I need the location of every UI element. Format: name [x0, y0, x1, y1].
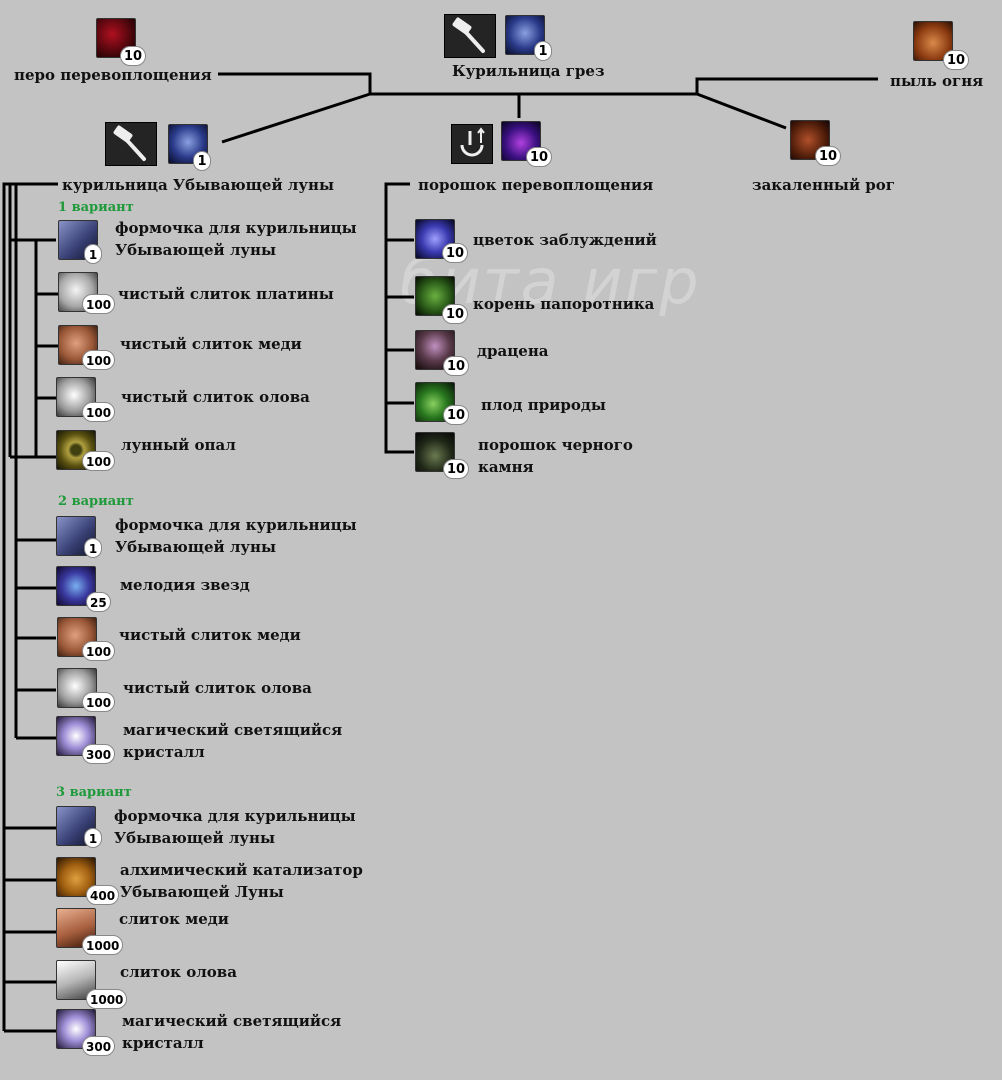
- count-badge: 100: [82, 641, 116, 661]
- count-badge: 100: [82, 402, 116, 422]
- item-label: чистый слиток олова: [121, 388, 310, 406]
- item-label: магический светящийся: [122, 1012, 342, 1030]
- variant-title: 3 вариант: [56, 785, 132, 800]
- item-label: мелодия звезд: [120, 576, 250, 594]
- count-badge: 400: [86, 885, 120, 905]
- count-badge: 1: [84, 538, 102, 558]
- count-badge: 10: [442, 243, 469, 263]
- item-label: алхимический катализатор: [120, 861, 363, 879]
- item-label: порошок черного: [478, 436, 633, 454]
- item-label: Убывающей Луны: [120, 883, 284, 901]
- item-label: слиток меди: [119, 910, 229, 928]
- count-badge: 10: [526, 147, 553, 167]
- item-label: Убывающей луны: [115, 241, 277, 259]
- hammer-icon: [105, 122, 157, 166]
- item-label: Убывающей луны: [115, 538, 277, 556]
- count-badge: 1: [193, 151, 211, 171]
- item-label: плод природы: [481, 396, 606, 414]
- count-badge: 100: [82, 451, 116, 471]
- hammer-icon: [444, 14, 496, 58]
- item-label: чистый слиток платины: [118, 285, 334, 303]
- item-label: курильница Убывающей луны: [62, 176, 334, 194]
- count-badge: 10: [443, 405, 470, 425]
- count-badge: 25: [86, 592, 111, 612]
- tin-icon[interactable]: [56, 377, 96, 417]
- item-label: Курильница грез: [452, 62, 605, 80]
- item-label: драцена: [477, 342, 549, 360]
- item-label: перо перевоплощения: [14, 66, 212, 84]
- count-badge: 1: [534, 41, 552, 61]
- item-label: формочка для курильницы: [115, 219, 357, 237]
- item-label: лунный опал: [121, 436, 236, 454]
- count-badge: 10: [442, 304, 469, 324]
- crystal-icon[interactable]: [56, 716, 96, 756]
- item-label: слиток олова: [120, 963, 237, 981]
- item-label: порошок перевоплощения: [418, 176, 654, 194]
- count-badge: 1: [84, 828, 102, 848]
- item-label: корень папоротника: [473, 295, 655, 313]
- variant-title: 2 вариант: [58, 494, 134, 509]
- variant-title: 1 вариант: [58, 200, 134, 215]
- count-badge: 10: [120, 46, 147, 66]
- count-badge: 100: [82, 294, 116, 314]
- item-label: чистый слиток меди: [119, 626, 301, 644]
- count-badge: 10: [943, 50, 970, 70]
- item-label: магический светящийся: [123, 721, 343, 739]
- item-label: камня: [478, 458, 534, 476]
- alchemy-icon: [451, 124, 493, 164]
- count-badge: 10: [443, 356, 470, 376]
- item-label: кристалл: [122, 1034, 204, 1052]
- item-label: цветок заблуждений: [473, 231, 657, 249]
- item-label: чистый слиток меди: [120, 335, 302, 353]
- item-label: закаленный рог: [752, 176, 895, 194]
- item-label: кристалл: [123, 743, 205, 761]
- count-badge: 1000: [82, 935, 124, 955]
- count-badge: 1: [84, 244, 102, 264]
- count-badge: 100: [82, 350, 116, 370]
- item-label: Убывающей луны: [114, 829, 276, 847]
- count-badge: 300: [82, 744, 116, 764]
- count-badge: 10: [815, 146, 842, 166]
- item-label: чистый слиток олова: [123, 679, 312, 697]
- count-badge: 1000: [86, 989, 128, 1009]
- item-label: пыль огня: [890, 72, 984, 90]
- count-badge: 10: [443, 459, 470, 479]
- count-badge: 100: [82, 692, 116, 712]
- item-label: формочка для курильницы: [115, 516, 357, 534]
- dragon-icon[interactable]: [168, 124, 208, 164]
- item-label: формочка для курильницы: [114, 807, 356, 825]
- count-badge: 300: [82, 1036, 116, 1056]
